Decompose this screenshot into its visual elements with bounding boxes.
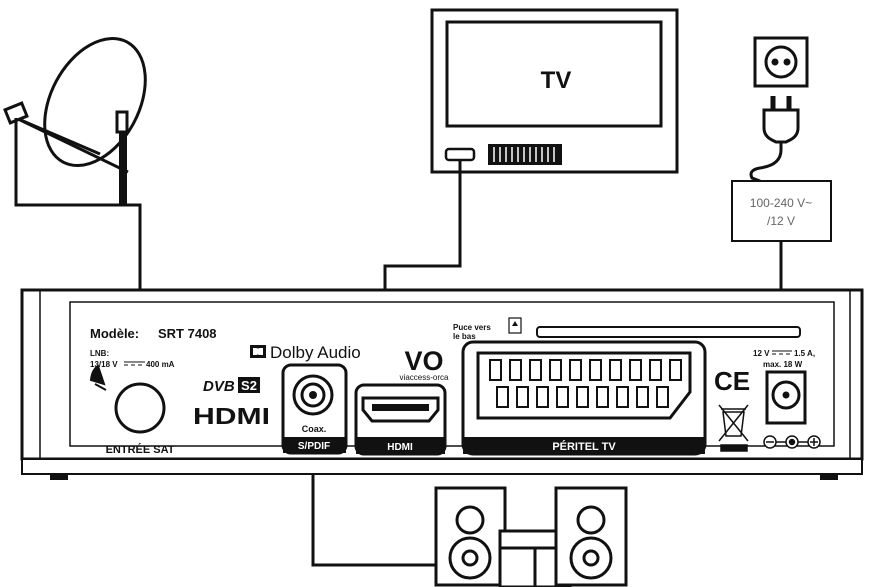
tv-icon: TV — [430, 8, 679, 174]
tv-scart-port — [488, 144, 562, 165]
spdif-label: S/PDIF — [298, 441, 330, 452]
scart-pin — [649, 359, 662, 381]
tv-label: TV — [541, 67, 572, 94]
scart-pin — [509, 359, 522, 381]
card-slot-label-2: le bas — [453, 332, 476, 341]
scart-pin — [596, 386, 609, 408]
sat-input-label: ENTRÉE SAT — [106, 443, 175, 456]
dc-symbol-icon — [124, 361, 145, 366]
vo-logo: VO — [404, 346, 443, 376]
scart-label: PÉRITEL TV — [552, 440, 616, 453]
power-cable — [749, 149, 783, 183]
ce-mark: CE — [714, 366, 750, 396]
model-value: SRT 7408 — [158, 326, 217, 341]
dolby-logo-icon — [250, 345, 266, 358]
wall-socket-icon — [753, 36, 809, 88]
card-arrow-icon — [508, 317, 522, 334]
hdmi-logo: HDMI — [193, 403, 270, 429]
power-input-port — [765, 370, 807, 425]
scart-pin — [549, 359, 562, 381]
scart-pin — [489, 359, 502, 381]
scart-pin — [556, 386, 569, 408]
lnb-voltage: 13/18 V — [90, 360, 118, 369]
lnb-label: LNB: — [90, 349, 109, 358]
scart-pins — [489, 359, 682, 408]
scart-pin — [536, 386, 549, 408]
satellite-dish-icon — [3, 37, 147, 205]
power-voltage: 12 V — [753, 349, 770, 358]
svg-text:DVB: DVB — [203, 378, 235, 395]
polarity-icon — [763, 435, 821, 449]
power-plug-icon — [762, 96, 800, 150]
scart-pin — [516, 386, 529, 408]
lnb-current: 400 mA — [146, 360, 175, 369]
scart-pin — [656, 386, 669, 408]
hdmi-port-label: HDMI — [387, 442, 413, 453]
coax-label: Coax. — [302, 424, 327, 434]
scart-port: PÉRITEL TV — [461, 340, 707, 456]
scart-pin — [629, 359, 642, 381]
dvb-s2-logo-icon: DVB S2 — [203, 377, 260, 395]
tv-hdmi-port — [444, 147, 476, 162]
card-slot-label: Puce vers — [453, 323, 491, 332]
power-adapter: 100-240 V~ /12 V — [731, 180, 832, 242]
scart-pin — [669, 359, 682, 381]
vo-text: viaccess-orca — [400, 373, 449, 382]
scart-pin — [589, 359, 602, 381]
scart-pin — [496, 386, 509, 408]
hdmi-port: HDMI — [354, 383, 447, 456]
adapter-voltage-out: /12 V — [767, 214, 795, 228]
power-current: 1.5 A, — [794, 349, 815, 358]
sat-input-port — [114, 382, 166, 434]
power-max: max. 18 W — [763, 360, 803, 369]
dolby-label: Dolby Audio — [270, 343, 361, 362]
scart-pin — [609, 359, 622, 381]
spdif-port: Coax. S/PDIF — [281, 363, 348, 455]
scart-pin — [616, 386, 629, 408]
small-dish-icon — [89, 364, 107, 391]
scart-pin — [529, 359, 542, 381]
svg-text:S2: S2 — [241, 378, 257, 393]
card-slot — [536, 326, 801, 338]
speaker-right-icon — [554, 486, 628, 587]
scart-pin — [569, 359, 582, 381]
model-label: Modèle: — [90, 326, 139, 341]
adapter-voltage-in: 100-240 V~ — [750, 196, 812, 210]
speaker-left-icon — [434, 486, 507, 587]
weee-bin-icon — [718, 404, 749, 452]
scart-pin — [576, 386, 589, 408]
scart-pin — [636, 386, 649, 408]
dc-symbol-icon-2 — [772, 350, 792, 355]
